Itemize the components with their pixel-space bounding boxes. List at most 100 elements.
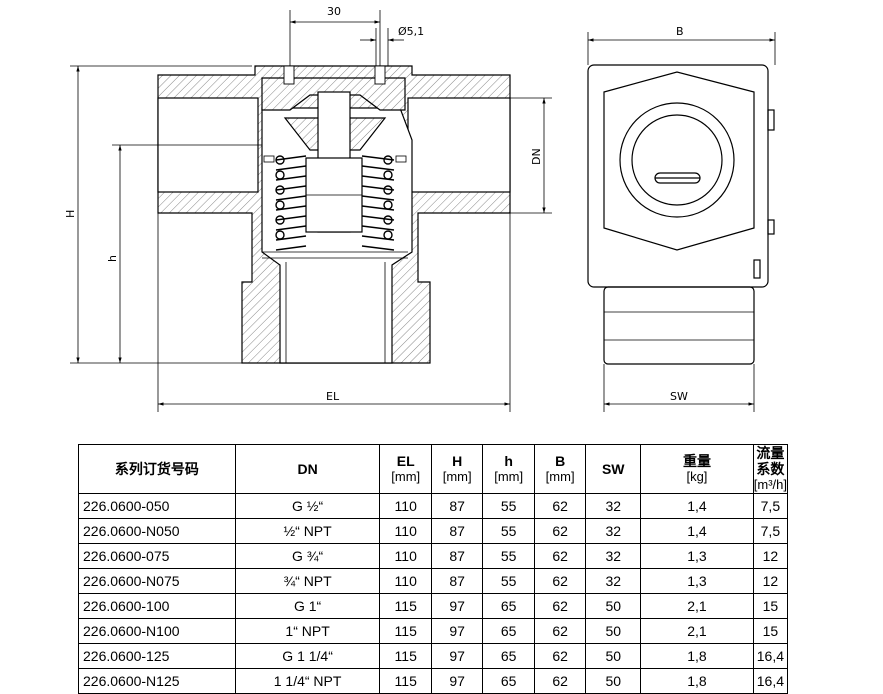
cell-sw: 50 (585, 668, 642, 694)
cell-flow: 15 (752, 618, 789, 644)
cell-H: 87 (430, 493, 484, 519)
col-header-weight: 重量[kg] (640, 444, 754, 494)
cell-flow: 15 (752, 593, 789, 619)
cell-dn: ½“ NPT (234, 518, 381, 544)
cell-B: 62 (533, 668, 587, 694)
cell-sw: 32 (585, 518, 642, 544)
cell-dn: G 1 1/4“ (234, 643, 381, 669)
cell-B: 62 (533, 593, 587, 619)
cell-H: 97 (430, 643, 484, 669)
cell-H: 97 (430, 593, 484, 619)
cell-flow: 16,4 (752, 668, 789, 694)
col-header-order-number: 系列订货号码 (78, 444, 236, 494)
cell-H: 87 (430, 543, 484, 569)
cell-weight: 1,4 (640, 518, 754, 544)
cell-el: 110 (379, 568, 432, 594)
cell-el: 115 (379, 668, 432, 694)
cell-B: 62 (533, 493, 587, 519)
technical-drawing: 30 Ø5,1 H h DN EL B SW (64, 5, 776, 412)
cell-weight: 1,3 (640, 568, 754, 594)
side-view (587, 64, 775, 365)
cell-weight: 1,4 (640, 493, 754, 519)
table-header-row: 系列订货号码 DN EL[mm] H[mm] h[mm] B[mm] SW 重量… (78, 444, 789, 494)
dim-B-label: B (676, 25, 684, 38)
side-dimensions (587, 32, 776, 412)
cell-h: 55 (482, 568, 535, 594)
cell-h: 55 (482, 493, 535, 519)
section-view (157, 65, 511, 364)
col-header-el: EL[mm] (379, 444, 432, 494)
cell-order-number: 226.0600-125 (78, 643, 236, 669)
cell-H: 87 (430, 568, 484, 594)
dim-H-label: H (64, 210, 77, 218)
right-port-bore (407, 97, 511, 193)
cell-el: 115 (379, 618, 432, 644)
cell-B: 62 (533, 643, 587, 669)
dim-h-label: h (106, 255, 119, 262)
side-body-upper (587, 64, 769, 288)
cell-el: 115 (379, 643, 432, 669)
cell-h: 65 (482, 643, 535, 669)
cell-sw: 32 (585, 568, 642, 594)
cell-H: 97 (430, 668, 484, 694)
col-header-B: B[mm] (533, 444, 587, 494)
cell-H: 97 (430, 618, 484, 644)
cell-dn: G ½“ (234, 493, 381, 519)
cell-B: 62 (533, 618, 587, 644)
cell-sw: 32 (585, 493, 642, 519)
cell-order-number: 226.0600-100 (78, 593, 236, 619)
cell-B: 62 (533, 543, 587, 569)
cell-el: 110 (379, 493, 432, 519)
spring (275, 155, 395, 251)
col-header-flow-coefficient: 流量系数[m³/h] (752, 444, 789, 494)
cell-B: 62 (533, 568, 587, 594)
cell-el: 110 (379, 518, 432, 544)
cell-order-number: 226.0600-N075 (78, 568, 236, 594)
cell-flow: 7,5 (752, 493, 789, 519)
side-body-lower (603, 286, 755, 365)
cell-h: 65 (482, 593, 535, 619)
dim-hole-label: Ø5,1 (398, 25, 424, 38)
cell-B: 62 (533, 518, 587, 544)
cell-h: 65 (482, 668, 535, 694)
cell-order-number: 226.0600-075 (78, 543, 236, 569)
cell-weight: 1,8 (640, 643, 754, 669)
cell-weight: 1,3 (640, 543, 754, 569)
specification-table: 系列订货号码 DN EL[mm] H[mm] h[mm] B[mm] SW 重量… (78, 444, 789, 694)
cell-sw: 50 (585, 593, 642, 619)
cell-dn: ¾“ NPT (234, 568, 381, 594)
cell-order-number: 226.0600-N050 (78, 518, 236, 544)
cell-order-number: 226.0600-N125 (78, 668, 236, 694)
cell-h: 55 (482, 543, 535, 569)
cell-dn: 1 1/4“ NPT (234, 668, 381, 694)
central-cavity (261, 107, 413, 364)
cell-el: 110 (379, 543, 432, 569)
cell-el: 115 (379, 593, 432, 619)
cell-dn: G 1“ (234, 593, 381, 619)
cell-dn: 1“ NPT (234, 618, 381, 644)
cell-order-number: 226.0600-050 (78, 493, 236, 519)
cell-h: 55 (482, 518, 535, 544)
hex-nut-outline (603, 71, 755, 251)
port-inner-circle (631, 114, 723, 206)
cell-flow: 7,5 (752, 518, 789, 544)
col-header-H: H[mm] (430, 444, 484, 494)
cell-h: 65 (482, 618, 535, 644)
cell-dn: G ¾“ (234, 543, 381, 569)
cell-flow: 16,4 (752, 643, 789, 669)
dim-SW-label: SW (670, 390, 688, 403)
cell-sw: 50 (585, 643, 642, 669)
cell-H: 87 (430, 518, 484, 544)
cell-order-number: 226.0600-N100 (78, 618, 236, 644)
col-header-sw: SW (585, 444, 642, 494)
cell-weight: 2,1 (640, 593, 754, 619)
col-header-h: h[mm] (482, 444, 535, 494)
